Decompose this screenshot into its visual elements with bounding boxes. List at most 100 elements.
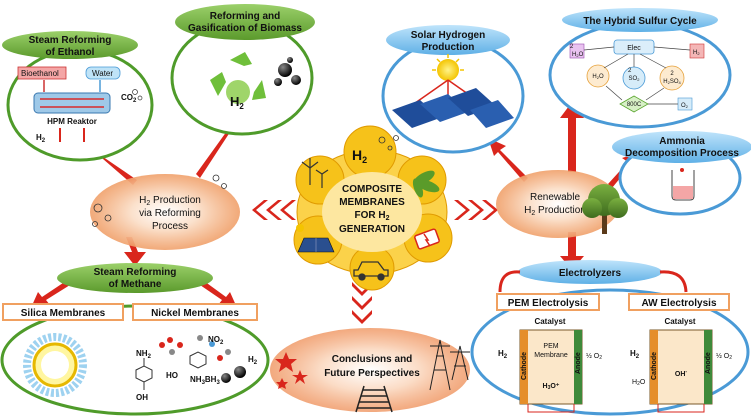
no2-label: NO2 (208, 335, 224, 346)
pem-anode-label: Anode (575, 352, 582, 374)
sulfur-h2so4: H2SO4 (663, 79, 681, 85)
oh-label: OH (136, 393, 148, 402)
recycle-icon (210, 52, 266, 100)
sun-rays-icon (432, 54, 464, 71)
aw-cell (649, 329, 713, 405)
co2-label: CO2 (121, 93, 137, 104)
wind-turbine-icon (301, 158, 329, 188)
aw-h2: H2 (630, 349, 640, 360)
stars-icon (275, 352, 308, 389)
nickel-h2-label: H2 (248, 355, 258, 366)
water-label: Water (92, 69, 113, 78)
pem-cathode-label: Cathode (521, 352, 528, 380)
renewable-line2: H2 Production (524, 205, 586, 217)
molecule-balls-icon (274, 57, 301, 86)
banner-steam-methane: Steam Reforming of Methane (57, 263, 213, 293)
pem-anode-plate (574, 330, 582, 404)
nickel-label-box (132, 303, 258, 321)
biomass-h2: H2 (230, 94, 244, 111)
arc-to-aw (659, 270, 688, 293)
aw-o2: ½ O2 (716, 352, 732, 361)
nickel-membrane-molecule-icon (135, 335, 246, 390)
arc-to-pem (498, 270, 521, 293)
reforming-hub-line2: via Reforming (139, 208, 201, 219)
pem-circuit (527, 404, 575, 413)
electrolyzers-title: Electrolyzers (559, 268, 622, 279)
aw-cathode-plate (650, 330, 658, 404)
h2so4-node (659, 65, 685, 91)
aw-title: AW Electrolysis (641, 298, 716, 309)
pem-cathode-plate (520, 330, 528, 404)
silica-label: Silica Membranes (21, 308, 106, 319)
sulfur-temp: 800C (627, 102, 642, 108)
center-line1: COMPOSITE (342, 184, 402, 195)
bubbles-icon (92, 174, 227, 227)
pem-o2: ½ O2 (586, 352, 602, 361)
aw-title-box (628, 293, 730, 311)
h2-output-box (689, 43, 705, 59)
reactor-label: HPM Reaktor (47, 117, 97, 126)
pem-cell (519, 329, 583, 405)
sulfur-so2: SO2 (629, 76, 641, 82)
pem-membrane-2: Membrane (534, 352, 568, 359)
palm-leaf-icon (412, 170, 440, 198)
sulfur-n2: 2 (628, 68, 632, 74)
silica-label-box (2, 303, 124, 321)
biomass-title-1: Reforming and (210, 11, 281, 22)
panel-membranes: Silica Membranes Nickel Membranes NO2 NH… (0, 303, 270, 416)
center-line2: MEMBRANES (339, 197, 405, 208)
chevrons-right (454, 200, 498, 220)
solar-array-icon (392, 79, 514, 128)
nickel-label: Nickel Membranes (151, 308, 239, 319)
aw-cathode-label: Cathode (651, 352, 658, 380)
railway-track-icon (355, 385, 393, 413)
reforming-hub-line3: Process (152, 221, 188, 232)
h2o-input-box (569, 43, 585, 59)
panel-ammonia: Ammonia Decomposition Process (612, 131, 751, 216)
reactor-tube (33, 92, 111, 114)
pem-membrane-1: PEM (543, 343, 558, 350)
panel-conclusions: Conclusions and Future Perspectives (270, 328, 470, 413)
car-icon (353, 261, 389, 281)
leaf-icon (226, 80, 250, 104)
nh2-label: NH2 (136, 349, 152, 360)
ammonia-title-1: Ammonia (659, 136, 705, 147)
sulfur-n3: 2 (670, 71, 674, 77)
aw-ion: OH- (675, 369, 688, 378)
panel-electrolyzers: Electrolyzers PEM Electrolysis AW Electr… (470, 260, 750, 416)
aw-circuit (657, 404, 705, 413)
center-h2: H2 (352, 147, 367, 165)
sulfur-o2: O2 (681, 103, 689, 109)
nh3bh3-label: NH3BH3 (190, 375, 220, 386)
pem-title-box (496, 293, 600, 311)
sulfur-h2o-in: H2O (572, 52, 584, 58)
panel-sulfur: The Hybrid Sulfur Cycle Elec 2 H2O H2 H2… (548, 8, 732, 129)
beaker-icon (671, 168, 695, 201)
pem-h2: H2 (498, 349, 508, 360)
methane-title-1: Steam Reforming (94, 267, 177, 278)
ho-label: HO (166, 371, 178, 380)
arrow-to-sulfur (560, 102, 584, 172)
panel-steam-ethanol: Steam Reforming of Ethanol Bioethanol Wa… (2, 31, 154, 162)
renewable-line1: Renewable (530, 192, 580, 203)
conclusions-line2: Future Perspectives (324, 368, 420, 379)
center-line3: FOR H2 (354, 210, 389, 222)
solar-title-2: Production (422, 42, 475, 53)
sulfur-h2-out: H2 (693, 50, 700, 56)
aw-anode-plate (704, 330, 712, 404)
conclusions-line1: Conclusions and (332, 354, 413, 365)
hub-reforming: H2 Production via Reforming Process (90, 174, 240, 250)
aw-h2o: H2O (632, 379, 646, 387)
center-line4: GENERATION (339, 224, 405, 235)
hub-renewable: Renewable H2 Production (496, 170, 628, 238)
elec-label: Elec (627, 45, 641, 52)
panel-biomass: Reforming and Gasification of Biomass H2 (170, 4, 315, 136)
methane-title-2: of Methane (109, 279, 162, 290)
aw-catalyst: Catalyst (664, 317, 695, 326)
silica-membrane-ring-icon (23, 333, 87, 397)
sulfur-n1: 2 (570, 44, 574, 50)
center-hub: H2 COMPOSITE MEMBRANES FOR H2 GENERATION (293, 125, 453, 291)
sulfur-cycle-arrows (583, 46, 691, 105)
